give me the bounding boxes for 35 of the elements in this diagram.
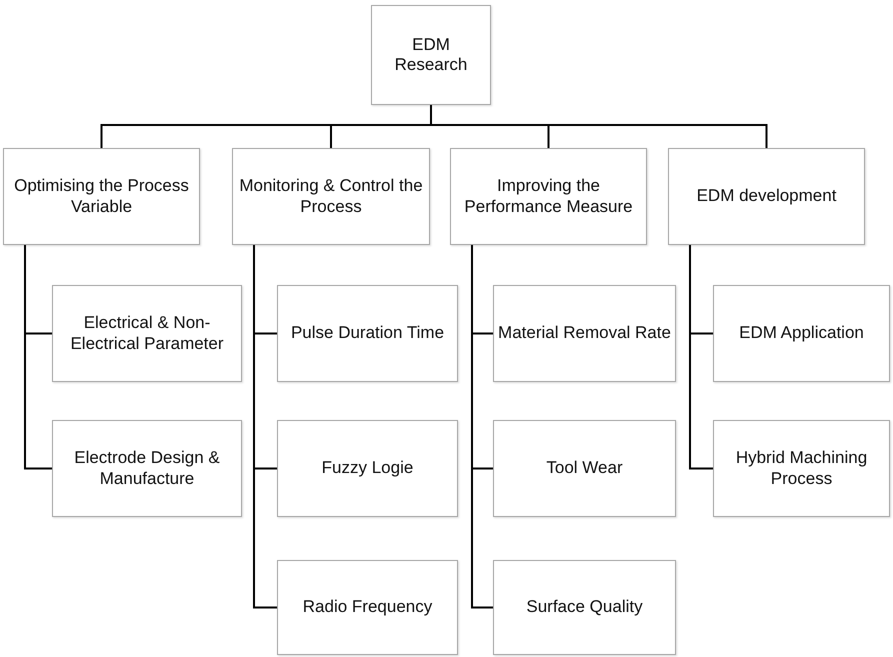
topic-label: Electrode Design & Manufacture — [73, 448, 221, 489]
connector-line — [689, 245, 713, 470]
topic-label: EDM Research — [394, 34, 468, 76]
topic-label: Optimising the Process Variable — [13, 176, 190, 217]
topic-label: Improving the Performance Measure — [463, 176, 634, 217]
topic-label: EDM Application — [739, 323, 864, 344]
topic-box — [493, 420, 676, 517]
topic-label: Electrical & Non-Electrical Parameter — [69, 313, 225, 354]
topic-label: Fuzzy Logie — [322, 458, 414, 479]
topic-box — [52, 420, 242, 517]
connector-line — [471, 245, 493, 608]
connector-line — [24, 245, 52, 470]
topic-box — [277, 420, 458, 517]
topic-box — [493, 285, 676, 382]
topic-box — [3, 148, 200, 245]
topic-box — [668, 148, 865, 245]
topic-box — [232, 148, 430, 245]
topic-box — [277, 560, 458, 655]
topic-label: Surface Quality — [526, 597, 643, 618]
topic-label: Material Removal Rate — [498, 323, 671, 344]
topic-box — [277, 285, 458, 382]
topic-label: Pulse Duration Time — [290, 323, 444, 344]
topic-box — [713, 420, 890, 517]
topic-label: EDM development — [696, 186, 836, 207]
topic-box — [713, 285, 890, 382]
topic-label: Radio Frequency — [302, 597, 432, 618]
connector-line — [253, 245, 277, 608]
connector-line — [430, 105, 768, 148]
topic-label: Monitoring & Control the Process — [238, 176, 424, 217]
topic-box — [450, 148, 647, 245]
topic-box — [52, 285, 242, 382]
topic-box — [371, 5, 491, 105]
topic-box — [493, 560, 676, 655]
topic-label: Tool Wear — [546, 458, 623, 479]
topic-label: Hybrid Machining Process — [734, 448, 868, 489]
